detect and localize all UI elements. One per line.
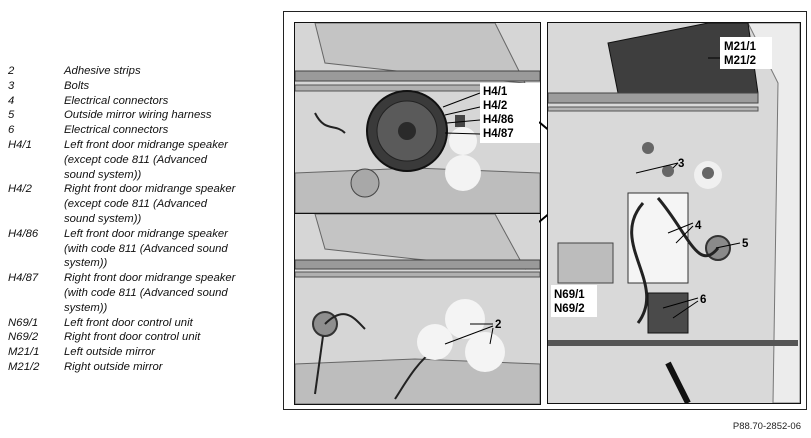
callout-m21-2: M21/2 [724, 55, 756, 67]
callout-m21-1: M21/1 [724, 41, 757, 53]
legend-desc: Electrical connectors [64, 94, 169, 107]
midrange-speaker-icon [366, 90, 448, 172]
legend-row: H4/86 Left front door midrange speaker (w… [8, 227, 278, 271]
legend-row: M21/1 Left outside mirror [8, 345, 278, 360]
callout-3: 3 [678, 158, 684, 170]
legend-desc: Left front door midrange speaker (with c… [64, 227, 228, 270]
door-drawing: M21/1 M21/2 3 4 5 6 N69/1 N69/2 [548, 23, 800, 403]
legend-code: N69/1 [8, 316, 39, 329]
figure-id: P88.70-2852-06 [732, 421, 801, 432]
callout-5: 5 [742, 238, 749, 250]
legend-row: H4/1 Left front door midrange speaker (ex… [8, 138, 278, 182]
legend-row: H4/87 Right front door midrange speaker (… [8, 271, 278, 315]
callout-h4-86: H4/86 [483, 114, 514, 126]
legend-desc: Adhesive strips [64, 65, 141, 77]
legend-row: 6 Electrical connectors [8, 123, 278, 138]
adhesive-panel: 2 [294, 213, 541, 405]
legend-code: 2 [8, 65, 15, 77]
door-panel: M21/1 M21/2 3 4 5 6 N69/1 N69/2 [547, 22, 801, 404]
legend-desc: Left front door control unit [64, 316, 193, 329]
callout-h4-87: H4/87 [483, 128, 514, 140]
legend-code: H4/86 [8, 227, 39, 240]
legend-desc: Outside mirror wiring harness [64, 109, 212, 122]
legend-code: H4/87 [8, 272, 39, 285]
legend-row: N69/2 Right front door control unit [8, 330, 278, 345]
legend-code: 4 [8, 94, 15, 107]
legend-code: 5 [8, 109, 15, 122]
legend-desc: Right outside mirror [64, 360, 163, 373]
illustration-frame: H4/1 H4/2 H4/86 H4/87 2 [283, 11, 807, 410]
legend-row: H4/2 Right front door midrange speaker (e… [8, 182, 278, 226]
legend-code: N69/2 [8, 331, 39, 344]
legend-desc: Right front door midrange speaker (with … [64, 272, 236, 314]
legend-desc: Electrical connectors [64, 124, 169, 137]
legend-row: 2 Adhesive strips [8, 64, 278, 79]
legend-desc: Left front door midrange speaker (except… [64, 138, 228, 181]
callout-n69-2: N69/2 [554, 303, 585, 315]
legend-code: M21/2 [8, 360, 40, 373]
legend-code: M21/1 [8, 346, 40, 359]
legend-row: N69/1 Left front door control unit [8, 316, 278, 331]
legend-row: M21/2 Right outside mirror [8, 360, 278, 375]
legend-desc: Left outside mirror [64, 346, 156, 359]
legend-desc: Right front door control unit [64, 331, 201, 344]
legend-code: 3 [8, 79, 15, 92]
legend-row: 4 Electrical connectors [8, 94, 278, 109]
callout-h4-1: H4/1 [483, 86, 508, 98]
callout-n69-1: N69/1 [554, 289, 585, 301]
speaker-panel: H4/1 H4/2 H4/86 H4/87 [294, 22, 541, 214]
legend-code: H4/2 [8, 183, 32, 196]
legend-row: 5 Outside mirror wiring harness [8, 108, 278, 123]
callout-h4-2: H4/2 [483, 100, 507, 112]
callout-4: 4 [695, 220, 702, 232]
legend-code: 6 [8, 124, 15, 137]
legend-row: 3 Bolts [8, 79, 278, 94]
callout-6: 6 [700, 294, 706, 306]
callout-2: 2 [495, 319, 501, 331]
adhesive-drawing: 2 [295, 214, 540, 404]
adhesive-strip-icon [417, 299, 505, 372]
legend-desc: Bolts [64, 79, 90, 92]
speaker-drawing: H4/1 H4/2 H4/86 H4/87 [295, 23, 540, 213]
legend-desc: Right front door midrange speaker (excep… [64, 183, 236, 225]
legend-code: H4/1 [8, 138, 32, 151]
